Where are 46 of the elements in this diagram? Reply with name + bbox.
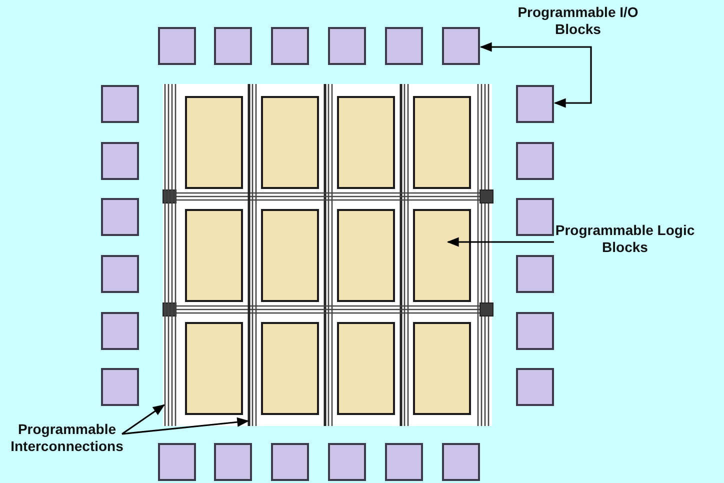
logic-block <box>185 96 243 189</box>
logic-block <box>261 322 319 415</box>
logic-block <box>337 322 395 415</box>
io-block <box>101 142 139 180</box>
io-block <box>158 443 196 481</box>
io-block <box>271 27 309 65</box>
arrow <box>122 404 165 435</box>
io-block <box>516 142 554 180</box>
io-block <box>328 443 366 481</box>
logic-block <box>185 322 243 415</box>
callout-label: Programmable Interconnections <box>2 421 132 455</box>
arrow <box>122 417 250 435</box>
io-block <box>214 27 252 65</box>
io-block <box>101 312 139 350</box>
logic-block <box>413 322 471 415</box>
io-block <box>101 198 139 236</box>
interconnect-lines <box>164 84 176 426</box>
io-block <box>516 255 554 293</box>
arrow <box>446 237 554 247</box>
arrow <box>480 42 573 52</box>
callout-label: Programmable I/O Blocks <box>505 4 651 38</box>
arrow <box>554 46 592 108</box>
logic-block <box>413 209 471 302</box>
io-block <box>385 443 423 481</box>
io-block <box>385 27 423 65</box>
logic-block <box>413 96 471 189</box>
io-block <box>516 312 554 350</box>
io-block <box>101 368 139 406</box>
io-block <box>442 27 480 65</box>
io-block <box>442 443 480 481</box>
io-block <box>214 443 252 481</box>
io-block <box>516 368 554 406</box>
logic-block <box>185 209 243 302</box>
io-block <box>516 198 554 236</box>
logic-block <box>261 96 319 189</box>
io-block <box>271 443 309 481</box>
io-block <box>328 27 366 65</box>
io-block <box>516 85 554 123</box>
interconnect-lines <box>248 84 257 426</box>
io-block <box>158 27 196 65</box>
io-block <box>101 255 139 293</box>
logic-block <box>337 209 395 302</box>
io-block <box>101 85 139 123</box>
callout-label: Programmable Logic Blocks <box>552 222 698 256</box>
logic-block <box>261 209 319 302</box>
logic-block <box>337 96 395 189</box>
